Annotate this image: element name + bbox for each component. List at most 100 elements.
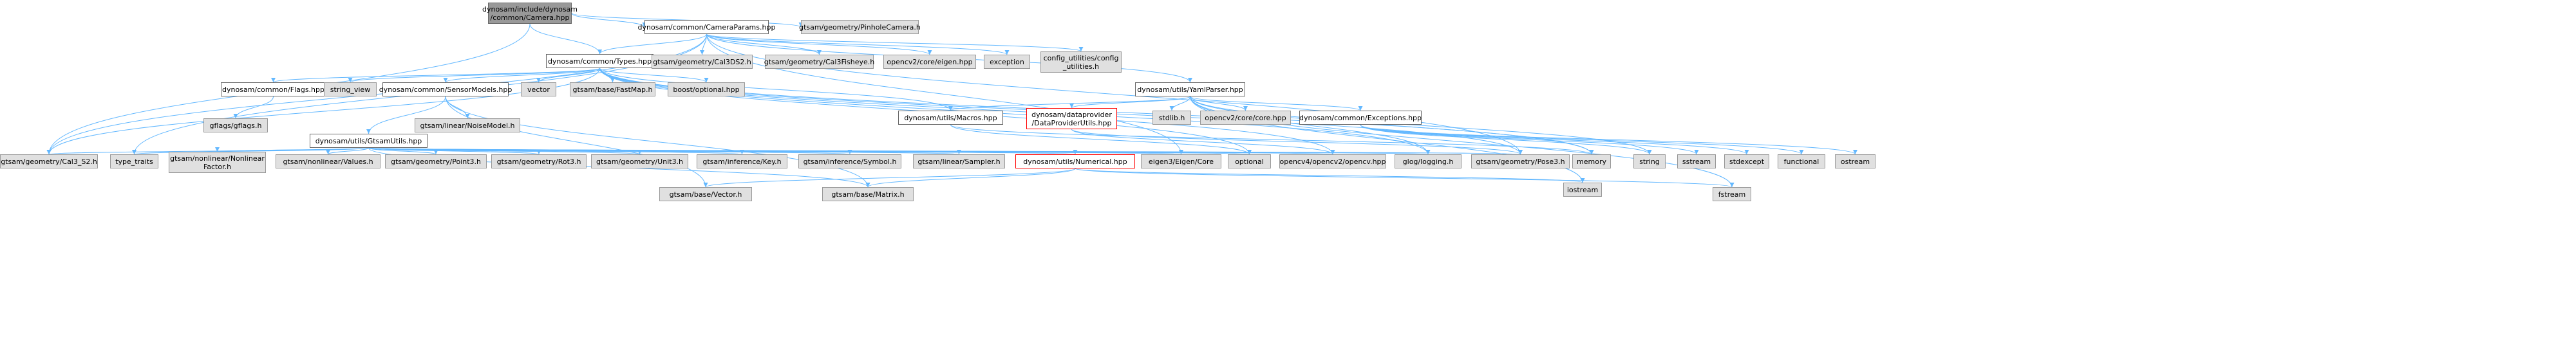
- dependency-edge: [1360, 124, 1749, 155]
- node-symbol[interactable]: gtsam/inference/Symbol.h: [798, 154, 901, 168]
- node-label-line: type_traits: [115, 157, 153, 166]
- node-macros[interactable]: dynosam/utils/Macros.hpp: [898, 111, 1003, 125]
- node-label: gtsam/geometry/Cal3DS2.h: [653, 58, 751, 66]
- node-string-view[interactable]: string_view: [324, 82, 377, 96]
- node-cal3ds2[interactable]: gtsam/geometry/Cal3DS2.h: [652, 55, 753, 69]
- node-unit3[interactable]: gtsam/geometry/Unit3.h: [591, 154, 688, 168]
- node-sstream[interactable]: sstream: [1677, 154, 1716, 168]
- node-type-traits[interactable]: type_traits: [110, 154, 158, 168]
- node-exception[interactable]: exception: [984, 55, 1030, 69]
- node-label: gtsam/linear/Sampler.h: [917, 158, 1000, 166]
- node-label: gtsam/geometry/Rot3.h: [497, 158, 581, 166]
- dependency-edge: [1190, 96, 1248, 111]
- dependency-edge: [132, 147, 369, 155]
- node-label-line: dynosam/include/dynosam: [482, 5, 578, 14]
- node-string[interactable]: string: [1633, 154, 1666, 168]
- node-exceptions[interactable]: dynosam/common/Exceptions.hpp: [1299, 111, 1422, 125]
- dependency-edge: [326, 147, 369, 155]
- node-camera-params[interactable]: dynosam/common/CameraParams.hpp: [638, 20, 775, 34]
- node-label: string: [1639, 158, 1660, 166]
- node-label: memory: [1577, 158, 1606, 166]
- node-label-line: string: [1639, 157, 1660, 166]
- node-matrix-h[interactable]: gtsam/base/Matrix.h: [822, 187, 914, 201]
- node-stdlib[interactable]: stdlib.h: [1152, 111, 1191, 125]
- node-opencv[interactable]: opencv4/opencv2/opencv.hpp: [1279, 154, 1386, 168]
- node-label: gtsam/inference/Key.h: [702, 158, 781, 166]
- node-eigen-core[interactable]: eigen3/Eigen/Core: [1141, 154, 1221, 168]
- node-label-line: opencv4/opencv2/opencv.hpp: [1279, 157, 1386, 166]
- dependency-edge: [1360, 124, 1652, 155]
- node-label: config_utilities/config_utilities.h: [1044, 54, 1119, 71]
- dependency-edge: [271, 68, 600, 83]
- dependency-edge: [233, 96, 274, 119]
- node-label-line: stdexcept: [1729, 157, 1765, 166]
- node-label: dynosam/utils/Numerical.hpp: [1023, 158, 1127, 166]
- node-cal3fisheye[interactable]: gtsam/geometry/Cal3Fisheye.h: [764, 55, 874, 69]
- node-config-utilities[interactable]: config_utilities/config_utilities.h: [1040, 51, 1122, 73]
- node-label-line: gflags/gflags.h: [209, 121, 262, 130]
- node-yaml-parser[interactable]: dynosam/utils/YamlParser.hpp: [1135, 82, 1245, 96]
- dependency-edge: [571, 13, 647, 28]
- node-ostream[interactable]: ostream: [1835, 154, 1876, 168]
- dependency-edge: [1190, 96, 1431, 155]
- node-noise-model[interactable]: gtsam/linear/NoiseModel.h: [415, 118, 520, 132]
- node-label: optional: [1235, 158, 1264, 166]
- dependency-edge: [599, 68, 953, 111]
- node-optional[interactable]: optional: [1228, 154, 1271, 168]
- node-pose3[interactable]: gtsam/geometry/Pose3.h: [1471, 154, 1570, 168]
- dependency-edge: [529, 23, 602, 55]
- node-label-line: glog/logging.h: [1402, 157, 1454, 166]
- node-rot3[interactable]: gtsam/geometry/Rot3.h: [491, 154, 587, 168]
- node-pinhole-camera[interactable]: gtsam/geometry/PinholeCamera.h: [799, 20, 921, 34]
- node-label-line: gtsam/geometry/Unit3.h: [596, 157, 684, 166]
- node-key[interactable]: gtsam/inference/Key.h: [697, 154, 787, 168]
- dependency-edge: [1360, 124, 1857, 155]
- node-label: gtsam/base/Matrix.h: [831, 190, 904, 199]
- node-dataprovider-utils[interactable]: dynosam/dataprovider/DataProviderUtils.h…: [1026, 108, 1117, 129]
- dependency-edge: [46, 68, 600, 155]
- node-vector[interactable]: vector: [521, 82, 556, 96]
- node-glog[interactable]: glog/logging.h: [1395, 154, 1462, 168]
- node-sampler[interactable]: gtsam/linear/Sampler.h: [913, 154, 1005, 168]
- node-label: sstream: [1682, 158, 1711, 166]
- node-iostream[interactable]: iostream: [1563, 183, 1602, 197]
- dependency-edge: [368, 147, 438, 155]
- node-point3[interactable]: gtsam/geometry/Point3.h: [385, 154, 487, 168]
- node-label-line: gtsam/linear/Sampler.h: [917, 157, 1001, 166]
- node-numerical[interactable]: dynosam/utils/Numerical.hpp: [1015, 154, 1135, 168]
- dependency-edge: [1071, 129, 1335, 155]
- node-opencv-eigen[interactable]: opencv2/core/eigen.hpp: [883, 55, 976, 69]
- node-label-line: dynosam/utils/Numerical.hpp: [1023, 157, 1127, 166]
- node-root[interactable]: dynosam/include/dynosam/common/Camera.hp…: [482, 3, 578, 24]
- node-label-line: optional: [1235, 157, 1264, 166]
- node-label-line: fstream: [1718, 190, 1746, 199]
- node-cal3-s2[interactable]: gtsam/geometry/Cal3_S2.h: [0, 154, 98, 168]
- node-opencv-core[interactable]: opencv2/core/core.hpp: [1200, 111, 1291, 125]
- node-flags[interactable]: dynosam/common/Flags.hpp: [221, 82, 326, 96]
- node-label-line: gtsam/geometry/Point3.h: [391, 157, 481, 166]
- dependency-edge: [1360, 124, 1699, 155]
- node-sensor-models[interactable]: dynosam/common/SensorModels.hpp: [379, 82, 512, 96]
- node-stdexcept[interactable]: stdexcept: [1724, 154, 1769, 168]
- dependency-edge: [445, 96, 470, 119]
- node-vector-h[interactable]: gtsam/base/Vector.h: [659, 187, 752, 201]
- node-label-line: vector: [527, 85, 550, 94]
- node-values[interactable]: gtsam/nonlinear/Values.h: [276, 154, 381, 168]
- node-fstream[interactable]: fstream: [1713, 187, 1751, 201]
- node-boost-optional[interactable]: boost/optional.hpp: [668, 82, 745, 96]
- node-label: gtsam/linear/NoiseModel.h: [420, 122, 514, 130]
- node-types[interactable]: dynosam/common/Types.hpp: [546, 54, 653, 68]
- node-gflags[interactable]: gflags/gflags.h: [203, 118, 268, 132]
- node-fastmap[interactable]: gtsam/base/FastMap.h: [570, 82, 655, 96]
- node-memory[interactable]: memory: [1572, 154, 1611, 168]
- dependency-edge: [1075, 168, 1735, 188]
- dependency-edge: [597, 33, 707, 55]
- node-functional[interactable]: functional: [1778, 154, 1825, 168]
- dependency-edge: [1360, 124, 1804, 155]
- node-gtsam-utils[interactable]: dynosam/utils/GtsamUtils.hpp: [310, 134, 428, 148]
- node-label: dynosam/utils/GtsamUtils.hpp: [315, 137, 422, 145]
- node-label-line: eigen3/Eigen/Core: [1148, 157, 1214, 166]
